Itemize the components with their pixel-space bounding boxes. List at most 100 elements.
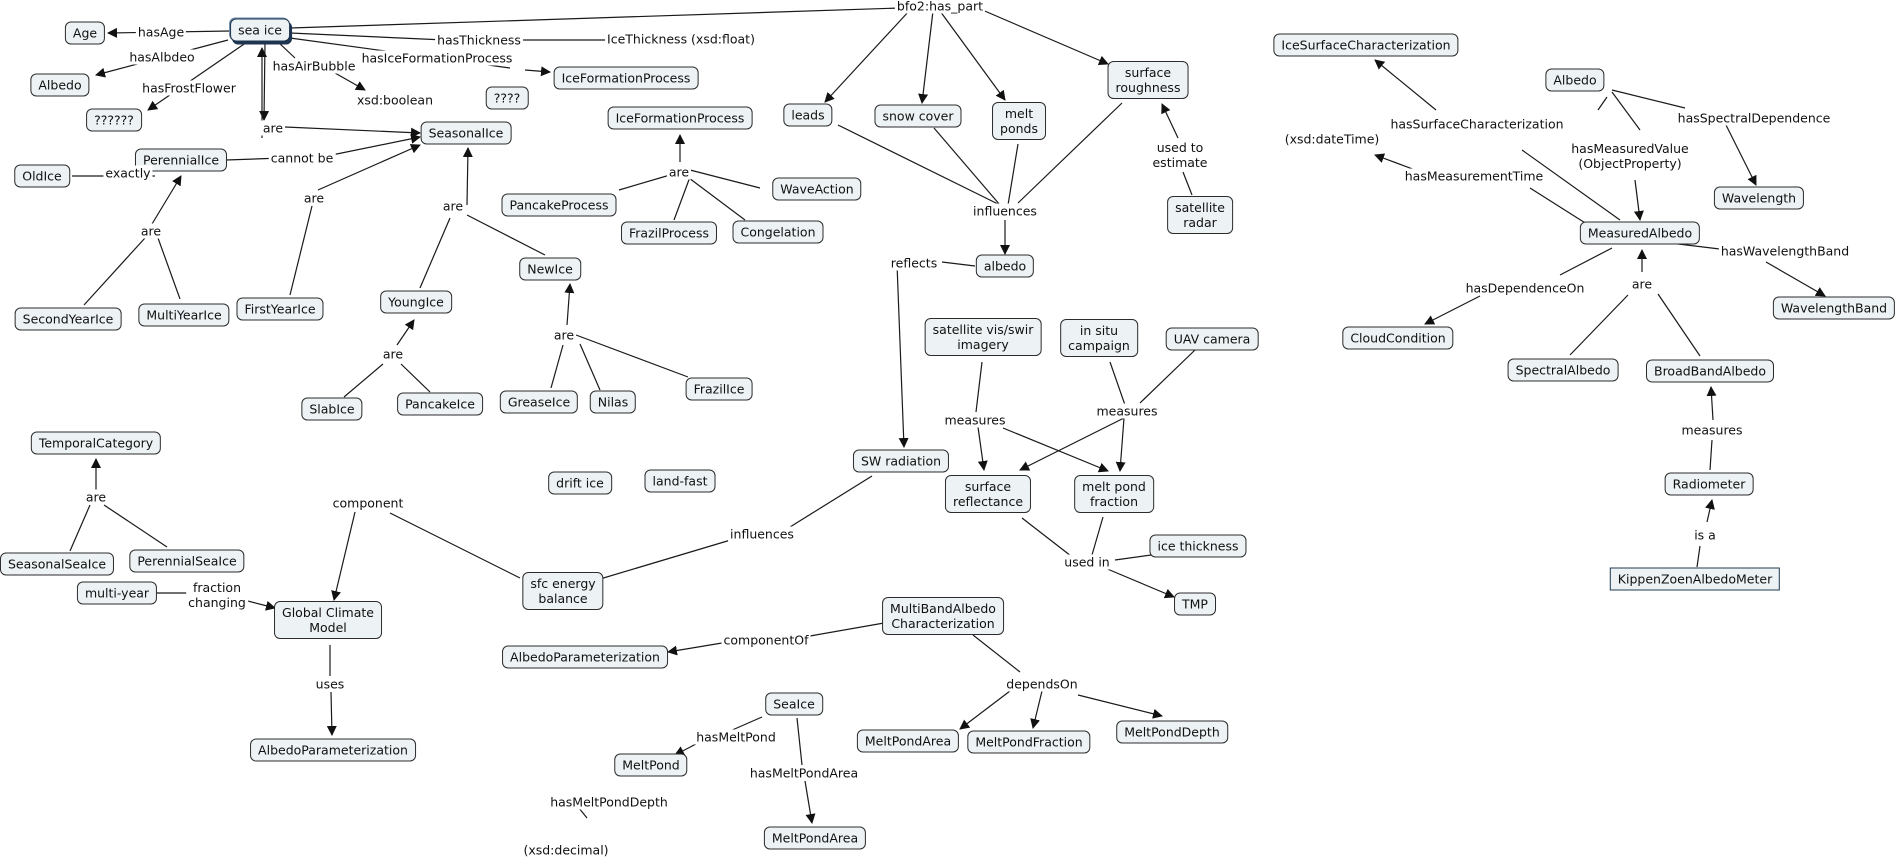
concept-young-ice[interactable]: YoungIce: [380, 290, 452, 314]
concept-wavelength-band[interactable]: WavelengthBand: [1772, 296, 1896, 320]
concept-uav-camera[interactable]: UAV camera: [1165, 327, 1259, 351]
concept-first-year-ice[interactable]: FirstYearIce: [236, 297, 324, 321]
connector-line: [1424, 295, 1481, 325]
concept-nilas[interactable]: Nilas: [589, 390, 637, 414]
connector-line: [796, 717, 803, 766]
rel-are-measured: are: [1629, 276, 1655, 292]
connector-line: [1019, 417, 1125, 471]
connector-line: [243, 599, 276, 611]
connector-line: [564, 283, 575, 326]
connector-line: [667, 642, 723, 656]
concept-ice-formation-process[interactable]: IceFormationProcess: [607, 106, 753, 130]
concept-second-year-ice[interactable]: SecondYearIce: [14, 307, 122, 331]
concept-in-situ-campaign[interactable]: in situ campaign: [1060, 319, 1138, 357]
concept-sea-ice[interactable]: sea ice: [230, 18, 290, 42]
connector-line: [1633, 179, 1644, 221]
connector-line: [83, 237, 146, 306]
connector-line: [1597, 96, 1608, 111]
concept-pancake-process[interactable]: PancakeProcess: [501, 193, 617, 217]
concept-tmp[interactable]: TMP: [1174, 592, 1216, 616]
concept-pancake-ice[interactable]: PancakeIce: [397, 392, 483, 416]
rel-are-formation: are: [666, 164, 692, 180]
concept-albedo-center[interactable]: albedo: [975, 254, 1035, 278]
concept-surface-roughness[interactable]: surface roughness: [1107, 61, 1189, 99]
concept-seasonal-ice[interactable]: SeasonalIce: [420, 121, 512, 145]
concept-temporal-category[interactable]: TemporalCategory: [30, 431, 162, 455]
connector-line: [1161, 103, 1179, 139]
concept-slab-ice[interactable]: SlabIce: [301, 397, 363, 421]
concept-melt-pond[interactable]: MeltPond: [614, 753, 688, 777]
concept-ice-surface-characterization[interactable]: IceSurfaceCharacterization: [1273, 33, 1459, 57]
rel-uses: uses: [313, 676, 347, 692]
concept-multiband-albedo[interactable]: MultiBandAlbedo Characterization: [882, 597, 1004, 635]
concept-melt-pond-fraction-box[interactable]: melt pond fraction: [1074, 475, 1154, 513]
concept-drift-ice[interactable]: drift ice: [548, 471, 612, 495]
connector-line: [804, 780, 816, 824]
connector-line: [284, 126, 421, 138]
concept-sfc-energy-balance[interactable]: sfc energy balance: [522, 572, 604, 610]
concept-seasonal-sea-ice[interactable]: SeasonalSeaIce: [0, 552, 115, 576]
concept-broadband-albedo[interactable]: BroadBandAlbedo: [1645, 359, 1775, 383]
concept-grease-ice[interactable]: GreaseIce: [499, 390, 579, 414]
rel-used-in: used in: [1062, 554, 1112, 570]
connector-line: [277, 41, 296, 59]
concept-measured-albedo[interactable]: MeasuredAlbedo: [1579, 221, 1701, 245]
concept-frazil-process[interactable]: FrazilProcess: [620, 221, 718, 245]
concept-leads[interactable]: leads: [783, 103, 833, 127]
concept-albedo-left[interactable]: Albedo: [30, 73, 90, 97]
concept-surface-reflectance[interactable]: surface reflectance: [944, 475, 1032, 513]
concept-ice-thickness[interactable]: ice thickness: [1149, 534, 1247, 558]
concept-sw-radiation[interactable]: SW radiation: [852, 449, 950, 473]
connector-line: [1104, 567, 1175, 599]
concept-wave-action[interactable]: WaveAction: [772, 177, 862, 201]
concept-melt-pond-area-2[interactable]: MeltPondArea: [763, 826, 867, 850]
connector-line: [1115, 417, 1126, 472]
concept-global-climate-model[interactable]: Global Climate Model: [274, 601, 382, 639]
concept-cloud-condition[interactable]: CloudCondition: [1342, 326, 1454, 350]
connector-line: [1559, 247, 1613, 276]
connector-line: [1017, 102, 1123, 204]
concept-sea-ice-class[interactable]: SeaIce: [765, 692, 823, 716]
concept-perennial-sea-ice[interactable]: PerennialSeaIce: [129, 549, 245, 573]
concept-congelation[interactable]: Congelation: [732, 220, 824, 244]
concept-kippen-zoen-albedo-meter[interactable]: KippenZoenAlbedoMeter: [1609, 567, 1781, 591]
concept-age[interactable]: Age: [64, 21, 106, 45]
connector-line: [673, 176, 691, 221]
concept-albedo-parameterization-mid[interactable]: AlbedoParameterization: [502, 645, 668, 669]
connector-line: [259, 41, 270, 121]
concept-melt-pond-fraction[interactable]: MeltPondFraction: [967, 730, 1091, 754]
concept-albedo-right[interactable]: Albedo: [1545, 68, 1605, 92]
connector-line: [789, 475, 873, 528]
connector-line: [289, 7, 901, 29]
concept-satellite-radar[interactable]: satellite radar: [1167, 196, 1233, 234]
concept-albedo-parameterization-bottom[interactable]: AlbedoParameterization: [250, 738, 416, 762]
concept-land-fast[interactable]: land-fast: [644, 469, 716, 493]
rel-measures-satellite: measures: [942, 412, 1008, 428]
concept-old-ice[interactable]: OldIce: [14, 164, 70, 188]
connector-line: [1021, 517, 1072, 557]
concept-satellite-imagery[interactable]: satellite vis/swir imagery: [924, 318, 1042, 356]
concept-melt-pond-area[interactable]: MeltPondArea: [856, 729, 960, 753]
concept-new-ice[interactable]: NewIce: [519, 257, 581, 281]
rel-are-seasonal: are: [440, 198, 466, 214]
concept-frazil-ice[interactable]: FrazilIce: [685, 377, 753, 401]
connector-line: [1007, 143, 1019, 206]
concept-melt-ponds[interactable]: melt ponds: [992, 102, 1046, 140]
concept-melt-pond-depth[interactable]: MeltPondDepth: [1116, 720, 1228, 744]
connector-line: [419, 217, 451, 289]
connector-line: [1657, 293, 1701, 357]
connector-line: [1182, 171, 1193, 196]
concept-perennial-ice[interactable]: PerennialIce: [134, 148, 228, 172]
connector-line: [69, 504, 91, 552]
concept-wavelength[interactable]: Wavelength: [1713, 186, 1805, 210]
concept-spectral-albedo[interactable]: SpectralAlbedo: [1507, 358, 1619, 382]
connector-line: [939, 10, 1006, 101]
concept-unknown-four[interactable]: ????: [485, 86, 529, 110]
concept-radiometer[interactable]: Radiometer: [1664, 472, 1754, 496]
concept-multi-year-ice[interactable]: MultiYearIce: [138, 303, 230, 327]
concept-unknown-six[interactable]: ??????: [86, 108, 142, 132]
concept-multi-year[interactable]: multi-year: [76, 581, 158, 605]
connector-line: [343, 363, 384, 398]
concept-ice-formation-process-top[interactable]: IceFormationProcess: [553, 66, 699, 90]
concept-snow-cover[interactable]: snow cover: [874, 104, 962, 128]
